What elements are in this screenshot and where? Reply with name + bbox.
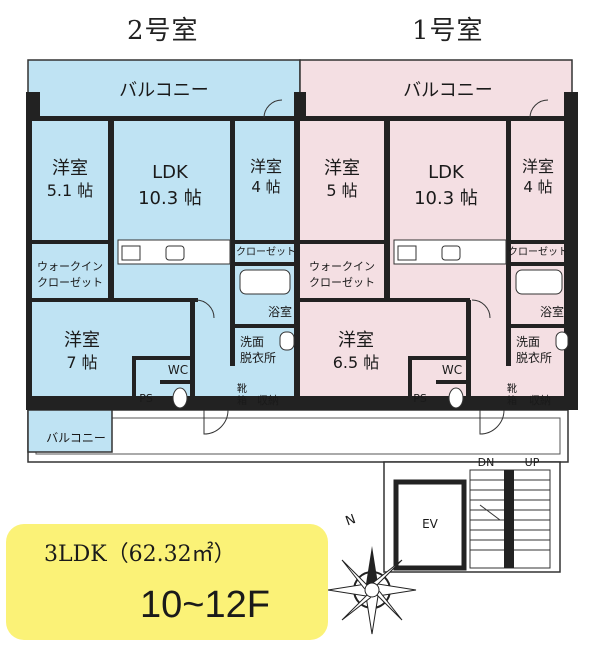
unit-2-room-b-label: 洋室 — [250, 157, 282, 176]
unit-2-washroom-label-1: 洗面 — [240, 335, 264, 349]
compass-icon — [327, 546, 417, 635]
unit-1-room-c-size: 6.5 帖 — [333, 353, 380, 372]
unit-1-washroom-label-2: 脱衣所 — [516, 350, 552, 365]
unit-1-wic-label-2: クローゼット — [309, 276, 375, 289]
common-corridor — [27, 409, 569, 463]
elevator-label: EV — [422, 517, 439, 531]
unit-1-ldk-size: 10.3 帖 — [414, 188, 478, 209]
unit-1-wc-label: WC — [442, 363, 462, 377]
unit-2-toilet-icon — [172, 387, 188, 409]
unit-1-room-b-label: 洋室 — [522, 157, 554, 176]
summary-badge: 3LDK（62.32㎡） 10~12F — [6, 524, 328, 640]
stairs-arrow-icon — [479, 504, 501, 521]
unit-1-washroom-label-1: 洗面 — [516, 335, 540, 349]
unit-2-plan — [26, 59, 306, 453]
building-core — [383, 461, 561, 573]
unit-2-room-c-size: 7 帖 — [66, 353, 97, 372]
unit-2-sink-icon — [165, 245, 185, 261]
unit-2-ldk-label: LDK — [152, 162, 189, 183]
unit-2-stove-icon — [121, 245, 141, 261]
unit-2-washbasin-icon — [279, 331, 295, 351]
unit-1-closet-label: クローゼット — [508, 246, 568, 258]
unit-2-room-c-label: 洋室 — [64, 330, 100, 351]
unit-1-shoe-box-label-1: 靴 — [507, 382, 517, 395]
unit-2-title: 2号室 — [127, 16, 199, 46]
unit-2-wc-label: WC — [168, 363, 188, 377]
unit-2-room-a-size: 5.1 帖 — [47, 181, 94, 200]
unit-1-washbasin-icon — [555, 331, 569, 351]
unit-1-balcony — [299, 59, 573, 119]
unit-2-storage-label: 収納 — [257, 394, 279, 407]
unit-2-washroom-label-2: 脱衣所 — [240, 350, 276, 365]
unit-1-sink-icon — [441, 245, 461, 261]
unit-2-bathtub-icon — [239, 269, 291, 295]
unit-2-ldk-size: 10.3 帖 — [138, 188, 202, 209]
unit-2-wic-label-2: クローゼット — [37, 276, 103, 289]
unit-2-balcony — [27, 59, 301, 119]
unit-2-room-a-label: 洋室 — [52, 158, 88, 179]
unit-2-ps-label: PS — [139, 392, 153, 405]
elevator-shaft — [393, 479, 467, 571]
unit-1-room-a-label: 洋室 — [324, 158, 360, 179]
unit-1-plan — [294, 59, 578, 435]
unit-2-room-b-size: 4 帖 — [251, 178, 280, 196]
north-label: N — [344, 512, 358, 529]
stairs-up-label: UP — [525, 456, 540, 469]
unit-1-room-c-label: 洋室 — [338, 330, 374, 351]
unit-2-bath-label: 浴室 — [268, 304, 292, 319]
unit-1-bathtub-icon — [515, 269, 563, 295]
unit-1-room-b-size: 4 帖 — [523, 178, 552, 196]
unit-2-small-balcony-label: バルコニー — [46, 431, 106, 445]
unit-1-wic-label-1: ウォークイン — [309, 260, 375, 273]
unit-2-balcony-label: バルコニー — [119, 80, 209, 101]
floors-text: 10~12F — [140, 584, 270, 626]
stairs-down-label: DN — [478, 456, 495, 469]
unit-1-toilet-icon — [448, 387, 464, 409]
unit-1-ps-label: PS — [413, 392, 427, 405]
unit-2-wic-label-1: ウォークイン — [37, 260, 103, 273]
unit-1-storage-label: 収納 — [529, 394, 551, 407]
unit-2-shoe-box-label-2: 箱 — [237, 394, 247, 407]
unit-1-title: 1号室 — [412, 16, 484, 46]
unit-1-shoe-box-label-2: 箱 — [507, 394, 517, 407]
unit-1-balcony-label: バルコニー — [403, 80, 493, 101]
layout-text: 3LDK（62.32㎡） — [44, 542, 236, 567]
unit-1-stove-icon — [397, 245, 417, 261]
unit-1-room-a-size: 5 帖 — [326, 181, 357, 200]
unit-1-bath-label: 浴室 — [540, 304, 564, 319]
unit-1-ldk-label: LDK — [428, 162, 465, 183]
unit-2-shoe-box-label-1: 靴 — [237, 382, 247, 395]
unit-2-closet-label: クローゼット — [236, 246, 296, 258]
